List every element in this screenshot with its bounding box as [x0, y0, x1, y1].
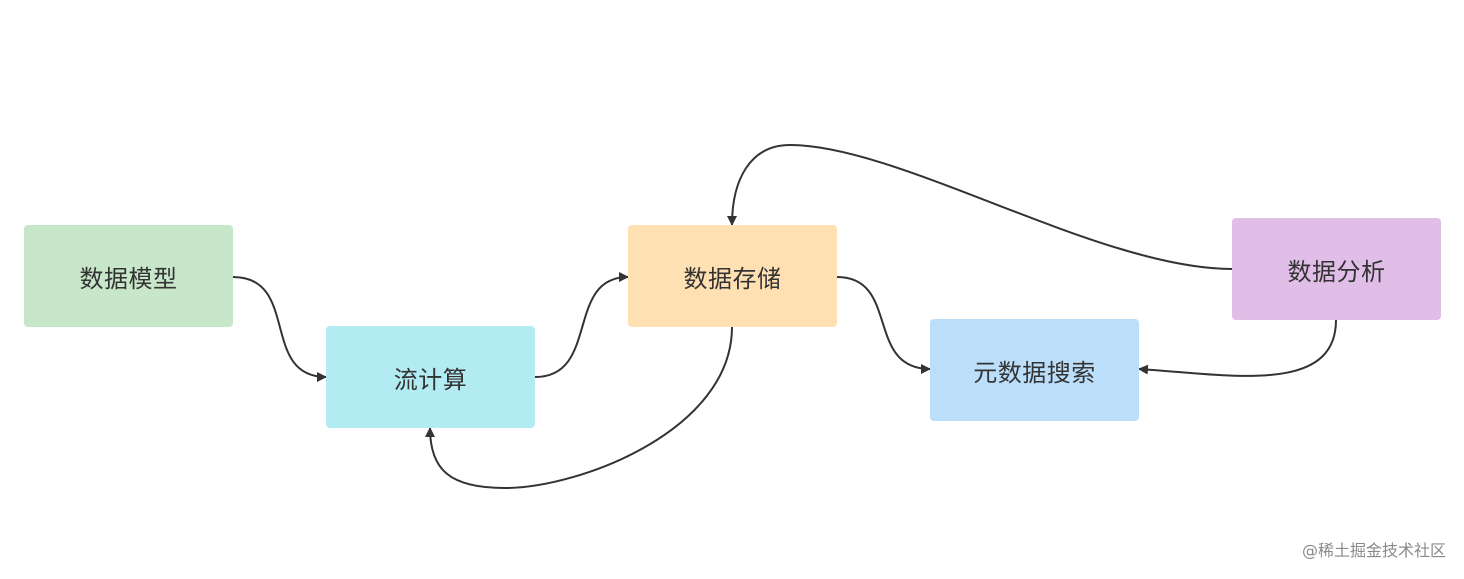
edge-model-to-stream	[232, 276, 327, 382]
node-label: 流计算	[393, 365, 468, 394]
node-stream-computing[interactable]: 流计算	[326, 326, 535, 428]
node-data-analysis[interactable]: 数据分析	[1232, 218, 1441, 320]
edge-analysis-to-meta	[1138, 319, 1337, 377]
node-metadata-search[interactable]: 元数据搜索	[930, 319, 1139, 421]
node-data-storage[interactable]: 数据存储	[628, 225, 837, 327]
watermark: @稀土掘金技术社区	[1301, 541, 1446, 560]
edge-stream-to-storage	[534, 272, 629, 378]
node-label: 元数据搜索	[973, 358, 1096, 387]
edge-storage-to-meta	[836, 276, 931, 374]
node-label: 数据分析	[1287, 257, 1386, 286]
edge-storage-to-stream	[425, 326, 733, 490]
node-data-model[interactable]: 数据模型	[24, 225, 233, 327]
edge-analysis-to-storage	[727, 143, 1233, 270]
node-label: 数据模型	[79, 264, 178, 293]
node-label: 数据存储	[683, 264, 782, 293]
